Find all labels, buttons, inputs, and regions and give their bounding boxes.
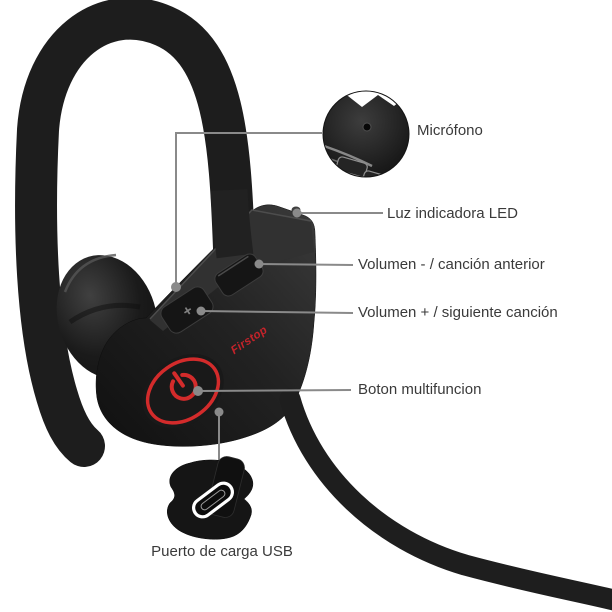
label-usb: Puerto de carga USB bbox=[151, 543, 293, 560]
callout-dots bbox=[171, 208, 302, 417]
mic-detail-notch bbox=[336, 91, 409, 107]
hook-neck bbox=[210, 189, 254, 259]
callout-line-multifunction bbox=[197, 389, 352, 392]
label-led: Luz indicadora LED bbox=[387, 205, 518, 222]
label-multifunction: Boton multifuncion bbox=[358, 381, 482, 398]
power-icon bbox=[169, 372, 198, 401]
callout-lines bbox=[175, 132, 383, 462]
callout-dot-volume-up bbox=[196, 306, 206, 316]
microphone-hole bbox=[362, 122, 372, 132]
callout-dot-usb bbox=[214, 407, 224, 417]
usb-detail bbox=[167, 456, 254, 540]
callout-line-microphone bbox=[175, 132, 322, 287]
label-volume-down: Volumen - / canción anterior bbox=[358, 256, 545, 273]
label-volume-up: Volumen + / siguiente canción bbox=[358, 304, 558, 321]
callout-dot-volume-down bbox=[254, 259, 264, 269]
callout-line-volume-up bbox=[200, 310, 354, 314]
audio-cable bbox=[279, 388, 612, 611]
callout-dot-led bbox=[292, 208, 302, 218]
volume-up-button: + bbox=[160, 286, 214, 334]
callout-line-volume-down bbox=[258, 263, 354, 266]
callout-dot-multifunction bbox=[193, 386, 203, 396]
power-button bbox=[142, 354, 224, 428]
usb-port bbox=[192, 481, 234, 519]
ear-hook bbox=[15, 0, 255, 467]
power-ring bbox=[145, 357, 221, 425]
power-icon-bar bbox=[172, 371, 185, 388]
microphone-detail-circle bbox=[322, 90, 410, 178]
label-microphone: Micrófono bbox=[417, 122, 483, 139]
callout-dot-microphone bbox=[171, 282, 181, 292]
